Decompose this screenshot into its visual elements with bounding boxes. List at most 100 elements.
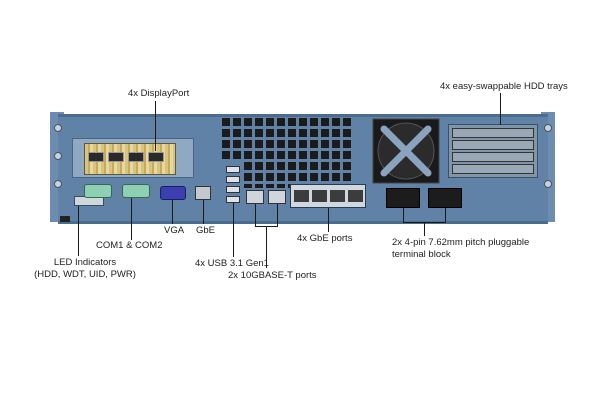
vent-hole <box>288 129 296 137</box>
vent-hole <box>222 151 230 159</box>
screw-icon <box>54 152 62 160</box>
com2-port <box>122 184 150 198</box>
vent-hole <box>343 173 351 181</box>
10gbase-t-port <box>268 190 286 204</box>
vent-hole <box>255 162 263 170</box>
leader-line <box>172 200 173 224</box>
vent-hole <box>299 129 307 137</box>
usb-port <box>226 166 240 173</box>
displayport-icon <box>148 152 164 162</box>
vent-hole <box>288 151 296 159</box>
terminal-block-line1: 2x 4-pin 7.62mm pitch pluggable <box>392 237 530 248</box>
hdd-trays-label: 4x easy-swappable HDD trays <box>440 81 568 92</box>
vent-hole <box>222 118 230 126</box>
vent-hole <box>310 151 318 159</box>
vent-hole <box>277 173 285 181</box>
leader-line <box>131 198 132 240</box>
vent-hole <box>321 151 329 159</box>
vent-hole <box>321 173 329 181</box>
leader-line <box>266 226 267 268</box>
vent-hole <box>332 129 340 137</box>
led-indicators-line1: LED Indicators <box>53 257 117 268</box>
vent-hole <box>244 162 252 170</box>
vent-hole <box>266 140 274 148</box>
vent-hole <box>288 118 296 126</box>
vent-hole <box>266 173 274 181</box>
vent-hole <box>277 129 285 137</box>
screw-icon <box>544 180 552 188</box>
vent-hole <box>310 140 318 148</box>
leader-line <box>233 203 234 257</box>
vent-hole <box>299 173 307 181</box>
vent-hole <box>332 140 340 148</box>
vent-hole <box>288 140 296 148</box>
vga-port <box>160 186 186 200</box>
vent-hole <box>299 162 307 170</box>
vent-hole <box>310 173 318 181</box>
displayport-icon <box>108 152 124 162</box>
hdd-tray <box>452 152 534 162</box>
vent-hole <box>255 184 263 188</box>
leader-line <box>203 200 204 224</box>
vent-hole <box>222 129 230 137</box>
vent-hole <box>321 162 329 170</box>
usb-label: 4x USB 3.1 Gen1 <box>195 258 269 269</box>
displayport-label: 4x DisplayPort <box>128 88 190 99</box>
leader-line <box>155 101 156 151</box>
vent-hole <box>244 151 252 159</box>
vent-hole <box>233 118 241 126</box>
vent-hole <box>244 118 252 126</box>
gbe-label: GbE <box>196 225 216 236</box>
vent-hole <box>244 173 252 181</box>
leader-line <box>78 206 79 256</box>
vent-hole <box>277 184 285 188</box>
vent-hole <box>255 173 263 181</box>
vent-hole <box>299 151 307 159</box>
terminal-block <box>428 188 462 208</box>
vent-hole <box>343 118 351 126</box>
gbe-port <box>195 186 211 200</box>
hdd-tray <box>452 140 534 150</box>
vent-hole <box>266 129 274 137</box>
vent-hole <box>310 162 318 170</box>
vent-hole <box>310 118 318 126</box>
vent-hole <box>277 118 285 126</box>
com-ports-label: COM1 & COM2 <box>96 240 163 251</box>
vent-hole <box>244 184 252 188</box>
gbe-port <box>294 190 309 202</box>
vent-hole <box>255 151 263 159</box>
vent-hole <box>244 140 252 148</box>
leader-line <box>277 204 278 226</box>
displayport-icon <box>88 152 104 162</box>
gbe-port <box>312 190 327 202</box>
vent-hole <box>343 162 351 170</box>
vent-hole <box>266 151 274 159</box>
vent-hole <box>343 140 351 148</box>
vent-hole <box>277 140 285 148</box>
vent-hole <box>233 140 241 148</box>
screw-icon <box>54 124 62 132</box>
vent-hole <box>266 118 274 126</box>
vent-hole <box>244 129 252 137</box>
vent-hole <box>266 184 274 188</box>
leader-line <box>500 93 501 125</box>
displayport-icon <box>128 152 144 162</box>
vent-hole <box>277 162 285 170</box>
usb-port <box>226 186 240 193</box>
leader-line <box>445 208 446 222</box>
vent-hole <box>321 118 329 126</box>
vent-hole <box>288 162 296 170</box>
vent-hole <box>255 140 263 148</box>
terminal-block-label: 2x 4-pin 7.62mm pitch pluggable terminal… <box>392 237 529 261</box>
vent-hole <box>332 162 340 170</box>
vent-hole <box>310 129 318 137</box>
vent-hole <box>321 140 329 148</box>
vga-label: VGA <box>164 225 185 236</box>
vent-hole <box>222 140 230 148</box>
vent-hole <box>332 118 340 126</box>
led-indicators-line2: (HDD, WDT, UID, PWR) <box>34 269 136 280</box>
com1-port <box>84 184 112 198</box>
vent-hole <box>343 151 351 159</box>
usb-port <box>226 176 240 183</box>
terminal-block-line2: terminal block <box>392 249 451 260</box>
